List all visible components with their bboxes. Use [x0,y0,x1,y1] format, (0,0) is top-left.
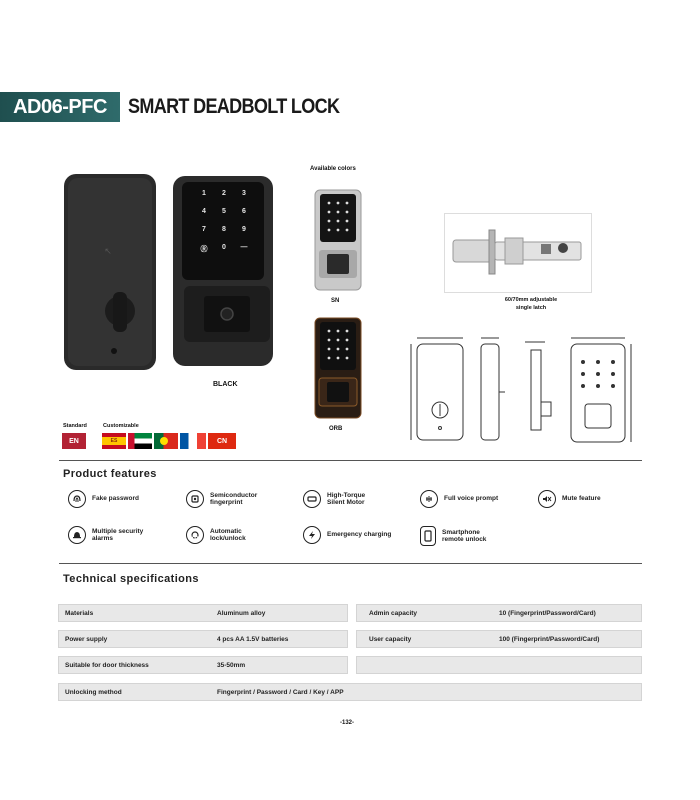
page-number: -132- [340,720,355,726]
feature-item: Emergency charging [303,526,391,544]
keypad-key: 0 [222,244,226,251]
latch-caption-line: 60/70mm adjustable [504,297,558,303]
keypad-key: 7 [202,226,206,233]
page-title: SMART DEADBOLT LOCK [128,95,340,118]
section-divider [59,563,642,564]
flag-fr [180,433,206,449]
spec-key: Power supply [65,635,108,643]
keypad-key: Ⓡ [200,246,208,253]
keypad-key: 6 [242,208,246,215]
alarm-icon [68,526,86,544]
smartphone-icon [420,526,436,546]
keypad-key: 3 [242,190,246,197]
flag-cn: CN [208,433,236,449]
keypad-key: 9 [242,226,246,233]
dimension-drawings [405,332,635,447]
spec-value: Fingerprint / Password / Card / Key / AP… [217,688,344,696]
svg-text:↖: ↖ [104,246,112,256]
charging-icon [303,526,321,544]
flag-en: EN [62,433,86,449]
feature-label: Smartphone remote unlock [442,528,487,544]
color-label-sn: SN [331,298,340,304]
product-image-sn [313,188,363,294]
feature-item: Mute feature [538,490,601,508]
spec-value: 100 (Fingerprint/Password/Card) [499,635,600,643]
standard-label: Standard [63,423,87,429]
color-label-orb: ORB [329,426,343,432]
spec-row: Power supply 4 pcs AA 1.5V batteries [58,630,348,648]
spec-row: Admin capacity 10 (Fingerprint/Password/… [356,604,642,622]
fingerprint-icon [186,490,204,508]
feature-label: Multiple security alarms [92,527,144,543]
spec-value: 4 pcs AA 1.5V batteries [217,635,289,643]
keypad-key: 5 [222,208,226,215]
feature-item: Fake password [68,490,139,508]
feature-label: High-Torque Silent Motor [327,491,366,507]
keypad: 1 2 3 4 5 6 7 8 9 Ⓡ 0 — [194,190,256,254]
feature-label: Fake password [92,495,139,503]
keypad-key: 8 [222,226,226,233]
flag-pt-emblem [160,437,168,445]
voice-icon [420,490,438,508]
latch-caption: 60/70mm adjustable single latch [486,296,576,312]
model-badge: AD06-PFC [0,92,120,122]
mute-icon [538,490,556,508]
spec-key: Suitable for door thickness [65,661,149,669]
feature-item: Automatic lock/unlock [186,526,264,544]
flag-pt [154,433,178,449]
feature-item: Semiconductor fingerprint [186,490,270,508]
product-image-orb [313,316,363,422]
feature-label: Semiconductor fingerprint [210,491,258,507]
keypad-key: — [240,244,248,251]
product-image-black: ↖ 1 2 3 4 5 6 7 8 9 Ⓡ 0 — [58,168,278,378]
available-colors-label: Available colors [310,166,356,172]
feature-item: High-Torque Silent Motor [303,490,377,508]
spec-row: Suitable for door thickness 35-50mm [58,656,348,674]
fingerprint-shield-icon [68,490,86,508]
spec-row: Unlocking method Fingerprint / Password … [58,683,642,701]
keypad-key: 1 [202,190,206,197]
keypad-key: 2 [222,190,226,197]
latch-image [444,213,592,293]
flag-es: ES [102,433,126,449]
spec-row-empty [356,656,642,674]
color-label-black: BLACK [213,381,238,388]
spec-key: Unlocking method [65,688,122,696]
motor-icon [303,490,321,508]
spec-key: User capacity [369,635,412,643]
spec-key: Admin capacity [369,609,418,617]
feature-label: Emergency charging [327,531,392,539]
spec-row: Materials Aluminum alloy [58,604,348,622]
feature-label: Automatic lock/unlock [210,527,246,543]
section-divider [59,460,642,461]
spec-value: Aluminum alloy [217,609,266,617]
keypad-key: 4 [202,208,206,215]
latch-caption-line: single latch [515,305,547,311]
flag-ae [128,433,152,449]
feature-item: Full voice prompt [420,490,498,508]
spec-value: 35-50mm [217,661,246,669]
auto-lock-icon [186,526,204,544]
feature-label: Full voice prompt [444,495,499,503]
spec-key: Materials [65,609,94,617]
specs-title: Technical specifications [63,573,199,585]
feature-label: Mute feature [562,495,601,503]
feature-item: Multiple security alarms [68,526,154,544]
feature-item: Smartphone remote unlock [420,526,498,546]
spec-value: 10 (Fingerprint/Password/Card) [499,609,596,617]
spec-row: User capacity 100 (Fingerprint/Password/… [356,630,642,648]
features-title: Product features [63,468,157,480]
customizable-label: Customizable [103,423,139,429]
